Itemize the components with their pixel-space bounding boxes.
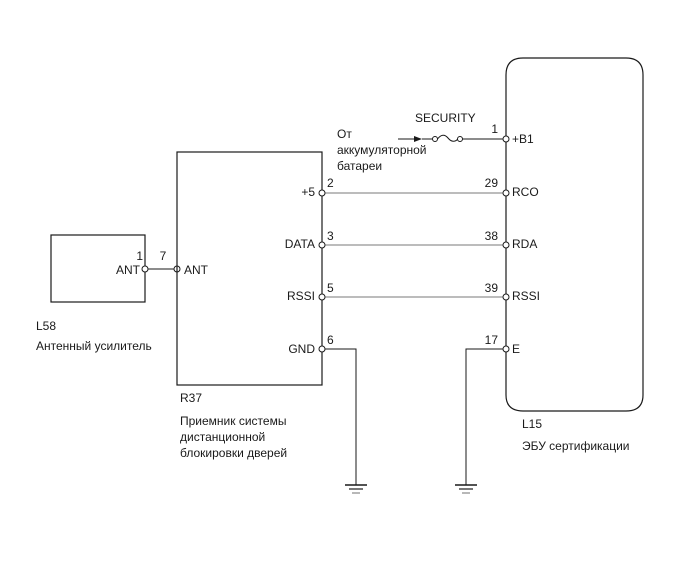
l15-pin-29-label: RCO	[512, 185, 539, 199]
r37-pin-2-number: 2	[327, 176, 334, 190]
l15-code: L15	[522, 417, 542, 431]
l15-pin-39-label: RSSI	[512, 289, 540, 303]
r37-pin-6-label: GND	[288, 342, 315, 356]
receiver-box	[176, 151, 323, 386]
r37-pin-2-label: +5	[301, 185, 315, 199]
l15-name: ЭБУ сертификации	[522, 439, 630, 453]
ecu-box	[505, 57, 644, 412]
l58-pin-label: ANT	[116, 263, 141, 277]
r37-pin-5	[318, 293, 326, 301]
fuse-icon	[432, 134, 463, 142]
power-feed-arrow-icon	[398, 136, 422, 142]
l58-pin-1	[141, 265, 149, 273]
ground-icon	[345, 484, 367, 494]
l15-pin-29-number: 29	[485, 176, 499, 190]
r37-pin-6-number: 6	[327, 333, 334, 347]
r37-pin-7-number: 7	[160, 249, 167, 263]
power-source-line-2: аккумуляторной	[337, 143, 427, 157]
l15-pin-1	[502, 135, 510, 143]
r37-pin-6	[318, 345, 326, 353]
l15-pin-17	[502, 345, 510, 353]
l58-pin-number: 1	[136, 249, 143, 263]
r37-code: R37	[180, 391, 202, 405]
r37-pin-2	[318, 189, 326, 197]
r37-name-line-1: Приемник системы	[180, 414, 286, 428]
r37-pin-5-number: 5	[327, 281, 334, 295]
l15-pin-38-number: 38	[485, 229, 499, 243]
l15-pin-38-label: RDA	[512, 237, 537, 251]
l15-pin-1-number: 1	[491, 122, 498, 136]
r37-pin-3-label: DATA	[285, 237, 315, 251]
r37-pin-3	[318, 241, 326, 249]
l15-pin-38	[502, 241, 510, 249]
l58-name: Антенный усилитель	[36, 339, 152, 353]
ground-icon	[455, 484, 477, 494]
wire-gnd-r37	[325, 348, 357, 485]
r37-name-line-2: дистанционной	[180, 430, 265, 444]
power-source-line-3: батареи	[337, 159, 382, 173]
l15-pin-17-label: E	[512, 342, 520, 356]
l15-pin-1-label: +B1	[512, 132, 534, 146]
r37-name-line-3: блокировки дверей	[180, 446, 287, 460]
r37-pin-5-label: RSSI	[287, 289, 315, 303]
r37-pin-3-number: 3	[327, 229, 334, 243]
r37-pin-7-label: ANT	[184, 263, 209, 277]
wire-gnd-l15	[465, 348, 503, 485]
power-source-line-1: От	[337, 127, 352, 141]
l58-code: L58	[36, 319, 56, 333]
l15-pin-17-number: 17	[485, 333, 499, 347]
l15-pin-39	[502, 293, 510, 301]
l15-pin-39-number: 39	[485, 281, 499, 295]
l15-pin-29	[502, 189, 510, 197]
fuse-label: SECURITY	[415, 111, 476, 125]
